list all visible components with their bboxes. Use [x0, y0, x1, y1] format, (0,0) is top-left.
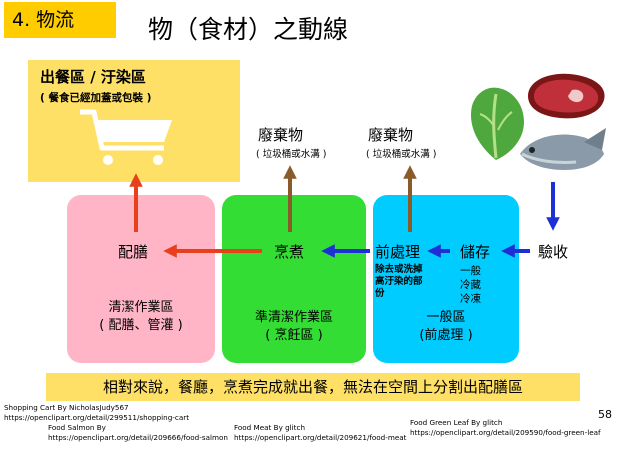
prep-note-line: 除去或洗掉: [375, 264, 423, 275]
credit-line: https://openclipart.org/detail/209590/fo…: [410, 428, 601, 437]
salmon-icon: [520, 128, 606, 170]
step-plating: 配膳: [118, 243, 149, 261]
outlet-title: 出餐區 / 汙染區: [40, 68, 146, 86]
waste-note-left: ( 垃圾桶或水溝 ): [256, 149, 327, 160]
storage-option: 一般: [460, 265, 481, 277]
credit-meat: Food Meat By glitch https://openclipart.…: [234, 423, 407, 443]
credit-line: https://openclipart.org/detail/209621/fo…: [234, 433, 407, 442]
general-zone-name: 一般區: [426, 310, 466, 325]
prep-note: 除去或洗掉 高汙染的部 份: [375, 264, 423, 300]
credit-line: Food Meat By glitch: [234, 423, 306, 432]
prep-note-line: 份: [375, 288, 385, 299]
outlet-subtitle: ( 餐食已經加蓋或包裝 ): [40, 92, 152, 104]
waste-note-right: ( 垃圾桶或水溝 ): [366, 149, 437, 160]
credit-line: Food Green Leaf By glitch: [410, 418, 503, 427]
clean-zone: [67, 195, 215, 363]
general-zone-detail: (前處理 ): [419, 328, 473, 343]
credit-cart: Shopping Cart By NicholasJudy567 https:/…: [4, 403, 189, 423]
general-zone: [373, 195, 519, 363]
credit-line: Food Salmon By: [48, 423, 106, 432]
page-number: 58: [598, 408, 612, 421]
credit-leaf: Food Green Leaf By glitch https://opencl…: [410, 418, 601, 438]
storage-option: 冷凍: [460, 293, 481, 305]
step-inspection: 驗收: [538, 243, 569, 261]
step-cooking: 烹煮: [274, 243, 305, 261]
storage-options: 一般 冷藏 冷凍: [460, 264, 481, 306]
step-prep: 前處理: [375, 243, 421, 261]
shopping-cart-icon: [80, 109, 172, 165]
step-storage: 儲存: [460, 243, 491, 261]
green-leaf-icon: [471, 87, 524, 160]
storage-option: 冷藏: [460, 279, 481, 291]
credit-salmon: Food Salmon By https://openclipart.org/d…: [48, 423, 228, 443]
waste-label-right: 廢棄物: [368, 126, 414, 144]
semi-zone-name: 準清潔作業區: [254, 310, 333, 325]
clean-zone-name: 清潔作業區: [108, 300, 174, 315]
semi-clean-zone: [222, 195, 366, 363]
credit-line: Shopping Cart By NicholasJudy567: [4, 403, 129, 412]
meat-icon: [528, 73, 605, 119]
credit-line: https://openclipart.org/detail/299511/sh…: [4, 413, 190, 422]
prep-note-line: 高汙染的部: [375, 276, 423, 287]
summary-banner: 相對來說，餐廳，烹煮完成就出餐，無法在空間上分割出配膳區: [46, 373, 580, 401]
section-badge: 4. 物流: [4, 2, 116, 38]
waste-label-left: 廢棄物: [258, 126, 304, 144]
semi-zone-detail: ( 烹飪區 ): [265, 328, 323, 343]
clean-zone-detail: ( 配膳、管灌 ): [99, 318, 183, 333]
credit-line: https://openclipart.org/detail/209666/fo…: [48, 433, 228, 442]
page-title: 物（食材）之動線: [148, 15, 349, 44]
